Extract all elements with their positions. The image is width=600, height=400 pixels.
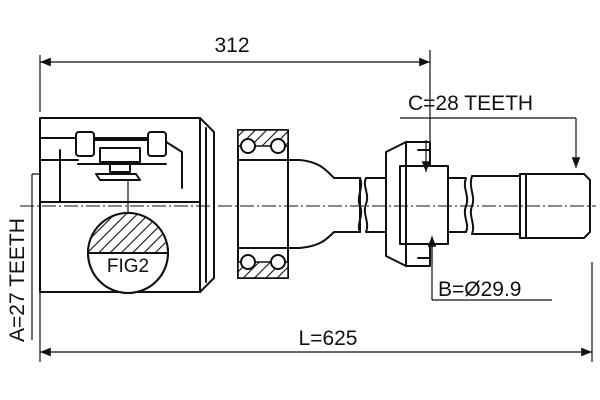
diameter-label: B=Ø29.9 <box>438 278 521 301</box>
diameter-callout: B=Ø29.9 <box>421 140 552 301</box>
dim-top-label: 312 <box>214 34 249 57</box>
teeth-right-label: C=28 TEETH <box>408 92 533 115</box>
dimension-top: 312 <box>39 34 431 150</box>
intermediate-bearing <box>237 129 289 279</box>
dimension-bottom: L=625 <box>39 262 593 362</box>
fig2-detail: FIG2 <box>87 173 169 294</box>
axle-shaft <box>287 141 591 267</box>
inner-joint-housing <box>39 117 215 293</box>
teeth-right-callout: C=28 TEETH <box>400 92 581 168</box>
dim-bottom-label: L=625 <box>299 327 358 350</box>
fig2-label: FIG2 <box>107 256 149 277</box>
teeth-left-label: A=27 TEETH <box>6 218 29 342</box>
